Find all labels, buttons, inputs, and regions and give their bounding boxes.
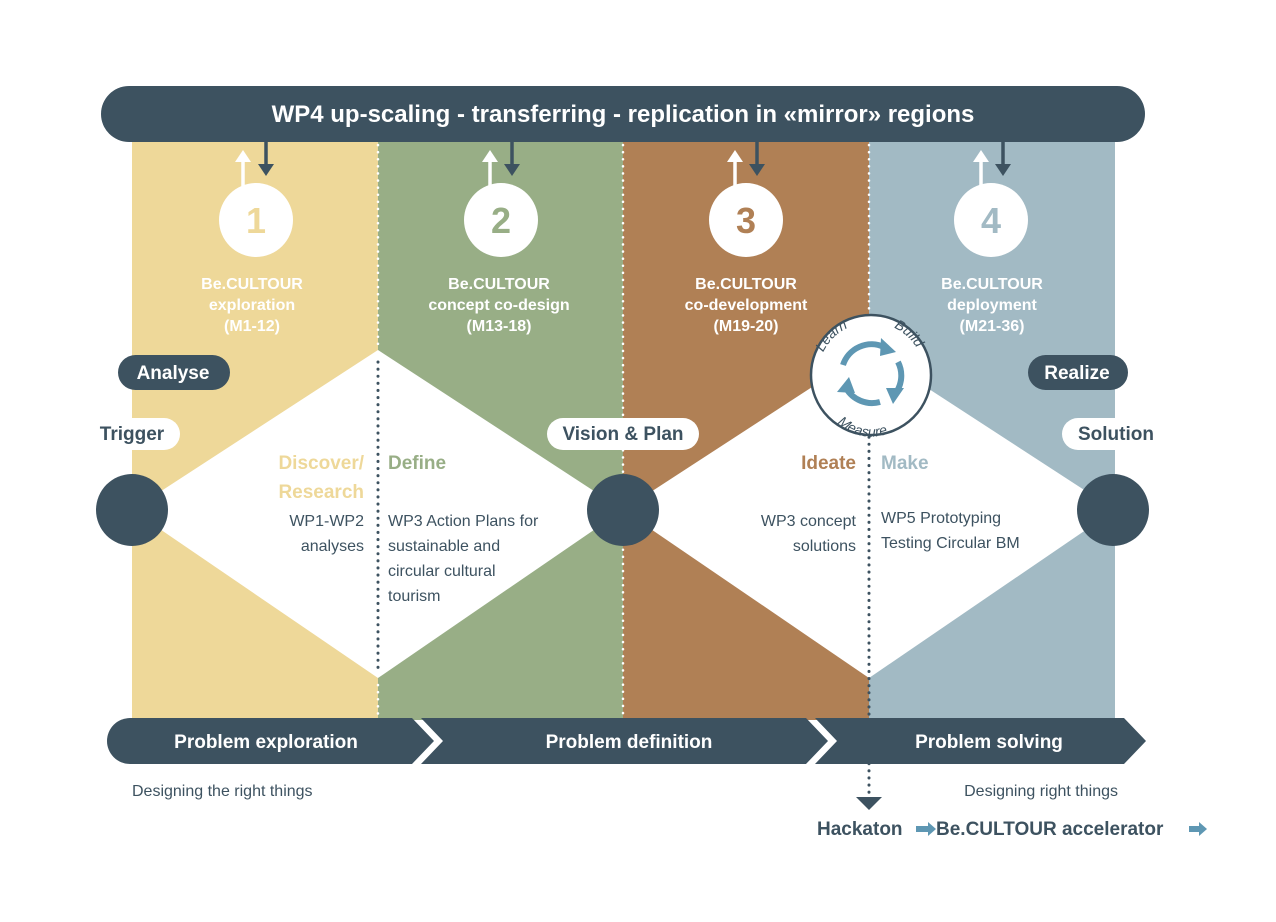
banner-title: WP4 up-scaling - transferring - replicat… xyxy=(272,101,975,128)
phase-2-header: 2 Be.CULTOUR concept co-design (M13-18) xyxy=(428,183,570,335)
phase-4-number: 4 xyxy=(981,200,1001,241)
make-desc-line-1: WP5 Prototyping xyxy=(881,510,1001,527)
problem-solving-label: Problem solving xyxy=(915,732,1063,753)
phase-1-label-line-2: exploration xyxy=(209,297,295,314)
realize-tag: Realize xyxy=(1044,363,1109,384)
define-desc-line-1: WP3 Action Plans for xyxy=(388,513,539,530)
stage-texts: Discover/ Research WP1-WP2 analyses Defi… xyxy=(278,453,1019,605)
phase-2-number: 2 xyxy=(491,200,511,241)
analyse-tag-pill xyxy=(118,355,230,390)
caption-right: Designing right things xyxy=(964,783,1118,800)
problem-exploration-label: Problem exploration xyxy=(174,732,358,753)
phase-4-label-line-2: deployment xyxy=(947,297,1037,314)
cycle-arrowhead-bottom xyxy=(837,377,855,393)
banner-arrows xyxy=(235,142,1011,186)
discover-title-line-1: Discover/ xyxy=(278,453,364,474)
phase-4-circle xyxy=(954,183,1028,257)
captions: Designing the right things Designing rig… xyxy=(132,783,1118,800)
trigger-dot xyxy=(96,474,168,546)
make-title: Make xyxy=(881,453,929,474)
define-desc-line-3: circular cultural xyxy=(388,563,496,580)
diamond-left xyxy=(132,350,623,678)
hackaton-label: Hackaton xyxy=(817,819,903,840)
bar-segment-definition xyxy=(421,718,828,764)
phase-2-label-line-3: (M13-18) xyxy=(467,318,532,335)
phase-1-number: 1 xyxy=(246,200,266,241)
solution-label: Solution xyxy=(1078,424,1154,445)
problem-definition-label: Problem definition xyxy=(546,732,713,753)
phase-2-label-line-1: Be.CULTOUR xyxy=(448,276,550,293)
phase-1-label-line-3: (M1-12) xyxy=(224,318,280,335)
make-desc-line-2: Testing Circular BM xyxy=(881,535,1020,552)
cycle-circle xyxy=(809,313,933,437)
arrows-phase-3 xyxy=(727,142,765,186)
phase-1-header: 1 Be.CULTOUR exploration (M1-12) xyxy=(201,183,303,335)
arrows-phase-4 xyxy=(973,142,1011,186)
phase-3-label-line-1: Be.CULTOUR xyxy=(695,276,797,293)
cycle-arrowhead-top xyxy=(880,338,896,356)
arrows-phase-2 xyxy=(482,142,520,186)
banner-pill xyxy=(101,86,1145,142)
ideate-desc-line-2: solutions xyxy=(793,538,856,555)
phase-2-circle xyxy=(464,183,538,257)
phase-4-label-line-1: Be.CULTOUR xyxy=(941,276,1043,293)
top-banner: WP4 up-scaling - transferring - replicat… xyxy=(101,86,1145,142)
phase-2-label-line-2: concept co-design xyxy=(428,297,569,314)
phase-3-header: 3 Be.CULTOUR co-development (M19-20) xyxy=(685,183,808,335)
solution-dot xyxy=(1077,474,1149,546)
phase-headers: 1 Be.CULTOUR exploration (M1-12) 2 Be.CU… xyxy=(201,183,1043,335)
vision-dot xyxy=(587,474,659,546)
define-desc-line-4: tourism xyxy=(388,588,440,605)
phase-3-label-line-3: (M19-20) xyxy=(714,318,779,335)
phase-3-number: 3 xyxy=(736,200,756,241)
define-desc-line-2: sustainable and xyxy=(388,538,500,555)
discover-desc-line-1: WP1-WP2 xyxy=(289,513,364,530)
milestone-dots xyxy=(96,474,1149,546)
arrow-right-icon xyxy=(1189,822,1207,836)
solution-label-bg xyxy=(1062,418,1170,450)
discover-title-line-2: Research xyxy=(278,482,364,503)
bottom-process-bar: Problem exploration Problem definition P… xyxy=(107,718,1146,764)
trigger-label-bg xyxy=(88,418,180,450)
side-tags: Analyse Realize xyxy=(118,355,1128,390)
cycle-arrowhead-right xyxy=(886,388,904,404)
vision-label-bg xyxy=(547,418,699,450)
bar-segment-solving xyxy=(815,718,1146,764)
phase-3-label-line-2: co-development xyxy=(685,297,808,314)
hackaton-arrowhead xyxy=(856,797,882,810)
bar-segment-exploration xyxy=(107,718,434,764)
footer-flow: Hackaton Be.CULTOUR accelerator xyxy=(817,819,1207,840)
arrows-phase-1 xyxy=(235,142,274,186)
accelerator-label: Be.CULTOUR accelerator xyxy=(936,819,1164,840)
ideate-desc-line-1: WP3 concept xyxy=(761,513,857,530)
learn-build-measure-cycle: Learn Build Measure xyxy=(809,313,933,440)
analyse-tag: Analyse xyxy=(137,363,210,384)
phase-4-label-line-3: (M21-36) xyxy=(960,318,1025,335)
milestone-labels: Trigger Vision & Plan Solution xyxy=(88,418,1170,450)
define-title: Define xyxy=(388,453,446,474)
phase-1-circle xyxy=(219,183,293,257)
arrow-right-icon xyxy=(916,822,936,836)
ideate-title: Ideate xyxy=(801,453,856,474)
trigger-label: Trigger xyxy=(100,424,165,445)
phase-1-label-line-1: Be.CULTOUR xyxy=(201,276,303,293)
discover-desc-line-2: analyses xyxy=(301,538,364,555)
phase-4-header: 4 Be.CULTOUR deployment (M21-36) xyxy=(941,183,1043,335)
cycle-arrow-top xyxy=(840,341,886,367)
caption-left: Designing the right things xyxy=(132,783,313,800)
realize-tag-pill xyxy=(1028,355,1128,390)
phase-3-circle xyxy=(709,183,783,257)
vision-label: Vision & Plan xyxy=(562,424,683,445)
